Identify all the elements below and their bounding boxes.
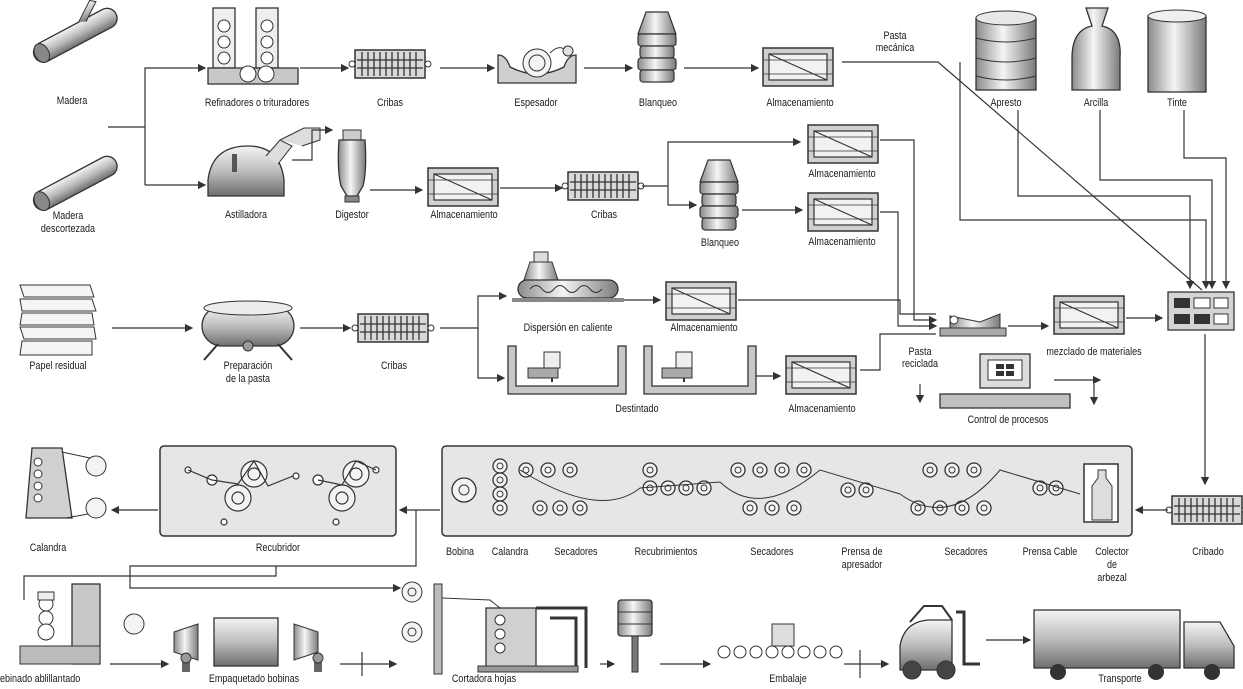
screen-icon: [562, 172, 644, 200]
refiners-icon: [208, 8, 298, 84]
sizing-tank-icon: [976, 11, 1036, 90]
label-preparacion-1: Preparación: [224, 360, 273, 372]
label-pasta-mecanica-1: Pasta: [883, 30, 906, 42]
sheet-cutter-icon: [402, 582, 586, 674]
label-destintado: Destintado: [615, 403, 658, 415]
label-papel-residual: Papel residual: [29, 360, 86, 372]
storage-icon: [763, 48, 833, 86]
label-espesador: Espesador: [514, 97, 557, 109]
label-madera-descortezada-1: Madera: [53, 210, 84, 222]
label-bobina: Bobina: [446, 546, 474, 558]
label-almacenamiento-5: Almacenamiento: [670, 322, 737, 334]
label-preparacion-2: de la pasta: [226, 373, 270, 385]
hot-dispersion-icon: [512, 252, 624, 302]
label-calandra-2: Calandra: [492, 546, 529, 558]
log-icon: [23, 0, 120, 66]
log-debarked-icon: [30, 153, 121, 214]
screen-icon: [349, 50, 431, 78]
label-rebobinado: ebinado ablillantado: [0, 673, 80, 685]
label-refinadores: Refinadores o trituradores: [205, 97, 309, 109]
label-empaquetado: Empaquetado bobinas: [209, 673, 299, 685]
thickener-icon: [498, 46, 576, 83]
calender-icon: [26, 448, 106, 518]
packing-conveyor-icon: [718, 624, 842, 658]
label-prensa-cable: Prensa Cable: [1023, 546, 1078, 558]
label-cribas-2: Cribas: [591, 209, 617, 221]
chipper-icon: [208, 128, 320, 196]
screen-icon: [1166, 496, 1243, 524]
press-icon: [618, 600, 652, 672]
dye-tank-icon: [1148, 10, 1206, 92]
label-prensa-2: apresador: [842, 559, 883, 571]
deinking-icon: [508, 346, 756, 394]
mixer-pump-icon: [940, 314, 1006, 336]
label-secadores-1: Secadores: [554, 546, 597, 558]
label-calandra: Calandra: [30, 542, 67, 554]
label-arcilla: Arcilla: [1084, 97, 1109, 109]
label-cribado: Cribado: [1192, 546, 1224, 558]
label-cribas-1: Cribas: [377, 97, 403, 109]
label-almacenamiento-2: Almacenamiento: [430, 209, 497, 221]
label-almacenamiento-6: Almacenamiento: [788, 403, 855, 415]
label-apresto: Apresto: [990, 97, 1021, 109]
process-control-icon: [940, 354, 1070, 408]
label-recubrimientos: Recubrimientos: [635, 546, 698, 558]
recubridor-frame: [160, 446, 396, 536]
label-almacenamiento-3: Almacenamiento: [808, 168, 875, 180]
label-blanqueo-2: Blanqueo: [701, 237, 739, 249]
label-cribas-3: Cribas: [381, 360, 407, 372]
forklift-icon: [900, 606, 980, 679]
label-almacenamiento-4: Almacenamiento: [808, 236, 875, 248]
digester-icon: [338, 130, 365, 202]
roll-packaging-icon: [174, 618, 323, 672]
label-astilladora: Astilladora: [225, 209, 267, 221]
rewinder-icon: [20, 584, 144, 664]
label-mezclado: mezclado de materiales: [1046, 346, 1141, 358]
label-secadores-2: Secadores: [750, 546, 793, 558]
waste-paper-icon: [20, 285, 96, 355]
label-digestor: Digestor: [335, 209, 369, 221]
storage-icon: [808, 193, 878, 231]
label-embalaje: Embalaje: [769, 673, 807, 685]
label-pasta-reciclada-1: Pasta: [908, 346, 931, 358]
label-pasta-reciclada-2: reciclada: [902, 358, 938, 370]
storage-icon: [808, 125, 878, 163]
label-pasta-mecanica-2: mecánica: [876, 42, 915, 54]
label-colector-1: Colector: [1095, 546, 1129, 558]
label-dispersion: Dispersión en caliente: [524, 322, 613, 334]
label-blanqueo-1: Blanqueo: [639, 97, 677, 109]
clay-bag-icon: [1072, 8, 1120, 90]
storage-icon: [428, 168, 498, 206]
label-transporte: Transporte: [1098, 673, 1141, 685]
label-tinte: Tinte: [1167, 97, 1187, 109]
label-secadores-3: Secadores: [944, 546, 987, 558]
bleaching-icon: [700, 160, 738, 230]
label-recubridor: Recubridor: [256, 542, 300, 554]
label-almacenamiento-1: Almacenamiento: [766, 97, 833, 109]
storage-icon: [666, 282, 736, 320]
truck-icon: [1034, 610, 1234, 680]
screen-icon: [352, 314, 434, 342]
label-madera: Madera: [57, 95, 88, 107]
label-madera-descortezada-2: descortezada: [41, 223, 95, 235]
label-cortadora: Cortadora hojas: [452, 673, 516, 685]
bleaching-icon: [638, 12, 676, 82]
label-colector-3: arbezal: [1097, 572, 1127, 584]
control-panel-icon: [1168, 292, 1234, 330]
label-prensa-1: Prensa de: [841, 546, 882, 558]
pulper-icon: [202, 301, 294, 360]
label-colector-2: de: [1107, 559, 1117, 571]
label-control-procesos: Control de procesos: [968, 414, 1049, 426]
storage-icon: [786, 356, 856, 394]
storage-icon: [1054, 296, 1124, 334]
